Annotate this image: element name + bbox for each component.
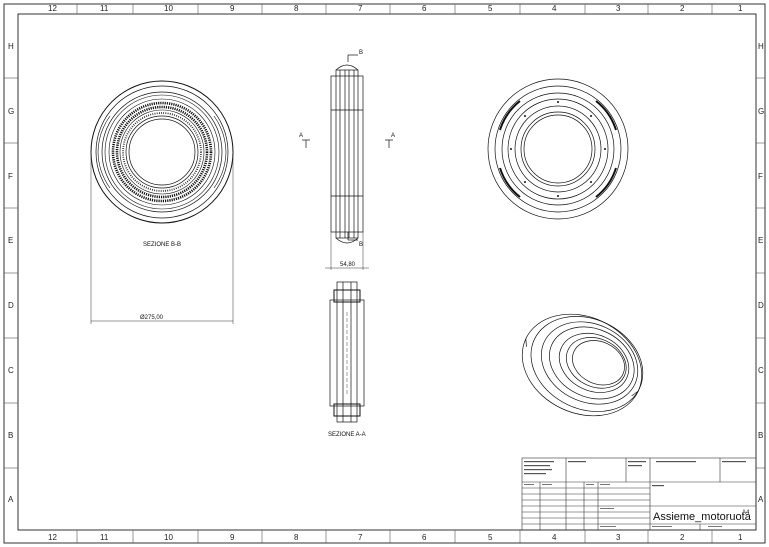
svg-text:11: 11 bbox=[100, 4, 109, 13]
svg-text:F: F bbox=[8, 172, 13, 181]
zone-ticks bbox=[4, 4, 765, 543]
isometric-view bbox=[521, 313, 644, 417]
svg-text:6: 6 bbox=[422, 4, 427, 13]
svg-text:G: G bbox=[758, 107, 764, 116]
svg-text:B: B bbox=[8, 431, 13, 440]
svg-text:2: 2 bbox=[680, 4, 685, 13]
front-view bbox=[487, 78, 629, 220]
svg-text:G: G bbox=[8, 107, 14, 116]
svg-text:7: 7 bbox=[358, 533, 363, 542]
cut-label-a-left: A bbox=[299, 133, 303, 139]
section-a-view bbox=[329, 281, 365, 423]
svg-text:7: 7 bbox=[358, 4, 363, 13]
section-a-label: SEZIONE A-A bbox=[328, 432, 366, 438]
svg-text:H: H bbox=[758, 42, 764, 51]
svg-text:C: C bbox=[8, 366, 14, 375]
svg-text:C: C bbox=[758, 366, 764, 375]
svg-text:3: 3 bbox=[616, 533, 621, 542]
sheet-size: A4 bbox=[742, 510, 750, 516]
title-block bbox=[521, 457, 757, 531]
svg-text:8: 8 bbox=[294, 533, 299, 542]
side-view bbox=[330, 64, 364, 244]
svg-text:1: 1 bbox=[738, 4, 743, 13]
svg-text:A: A bbox=[758, 495, 764, 504]
svg-text:8: 8 bbox=[294, 4, 299, 13]
cut-label-b-top: B bbox=[359, 50, 363, 56]
zone-rows-left: H G F E D C B A bbox=[8, 42, 14, 504]
zone-rows-right: H G F E D C B A bbox=[758, 42, 764, 504]
title-block-fine-print bbox=[524, 461, 746, 527]
svg-text:4: 4 bbox=[552, 533, 557, 542]
svg-text:2: 2 bbox=[680, 533, 685, 542]
cut-markers bbox=[302, 54, 393, 241]
svg-text:11: 11 bbox=[100, 533, 109, 542]
svg-text:A: A bbox=[8, 495, 14, 504]
svg-text:3: 3 bbox=[616, 4, 621, 13]
svg-text:6: 6 bbox=[422, 533, 427, 542]
cut-label-a-right: A bbox=[391, 133, 395, 139]
svg-text:12: 12 bbox=[48, 533, 57, 542]
svg-text:E: E bbox=[758, 236, 763, 245]
section-b-label: SEZIONE B-B bbox=[143, 242, 181, 248]
cut-label-b-bottom: B bbox=[359, 242, 363, 248]
sheet-border bbox=[3, 3, 766, 544]
svg-text:E: E bbox=[8, 236, 13, 245]
svg-text:12: 12 bbox=[48, 4, 57, 13]
svg-text:D: D bbox=[8, 301, 14, 310]
svg-text:9: 9 bbox=[230, 533, 235, 542]
svg-text:5: 5 bbox=[488, 533, 493, 542]
svg-text:9: 9 bbox=[230, 4, 235, 13]
svg-text:D: D bbox=[758, 301, 764, 310]
zone-columns-bottom: 12 11 10 9 8 7 6 5 4 3 2 1 bbox=[48, 533, 743, 542]
width-value: 54,80 bbox=[340, 262, 356, 268]
svg-text:B: B bbox=[758, 431, 763, 440]
svg-text:4: 4 bbox=[552, 4, 557, 13]
diameter-value: Ø275,00 bbox=[140, 315, 164, 321]
svg-text:1: 1 bbox=[738, 533, 743, 542]
section-b-view bbox=[90, 80, 234, 224]
svg-text:H: H bbox=[8, 42, 14, 51]
svg-text:F: F bbox=[758, 172, 763, 181]
front-view-bolts bbox=[510, 101, 606, 197]
zone-columns-top: 12 11 10 9 8 7 6 5 4 3 2 1 bbox=[48, 4, 743, 13]
svg-text:5: 5 bbox=[488, 4, 493, 13]
svg-text:10: 10 bbox=[164, 4, 173, 13]
drawing-frame bbox=[17, 13, 757, 531]
diameter-dimension bbox=[90, 152, 234, 324]
drawing-title: Assieme_motoruota bbox=[653, 511, 752, 523]
svg-text:10: 10 bbox=[164, 533, 173, 542]
width-dimension bbox=[325, 232, 369, 270]
